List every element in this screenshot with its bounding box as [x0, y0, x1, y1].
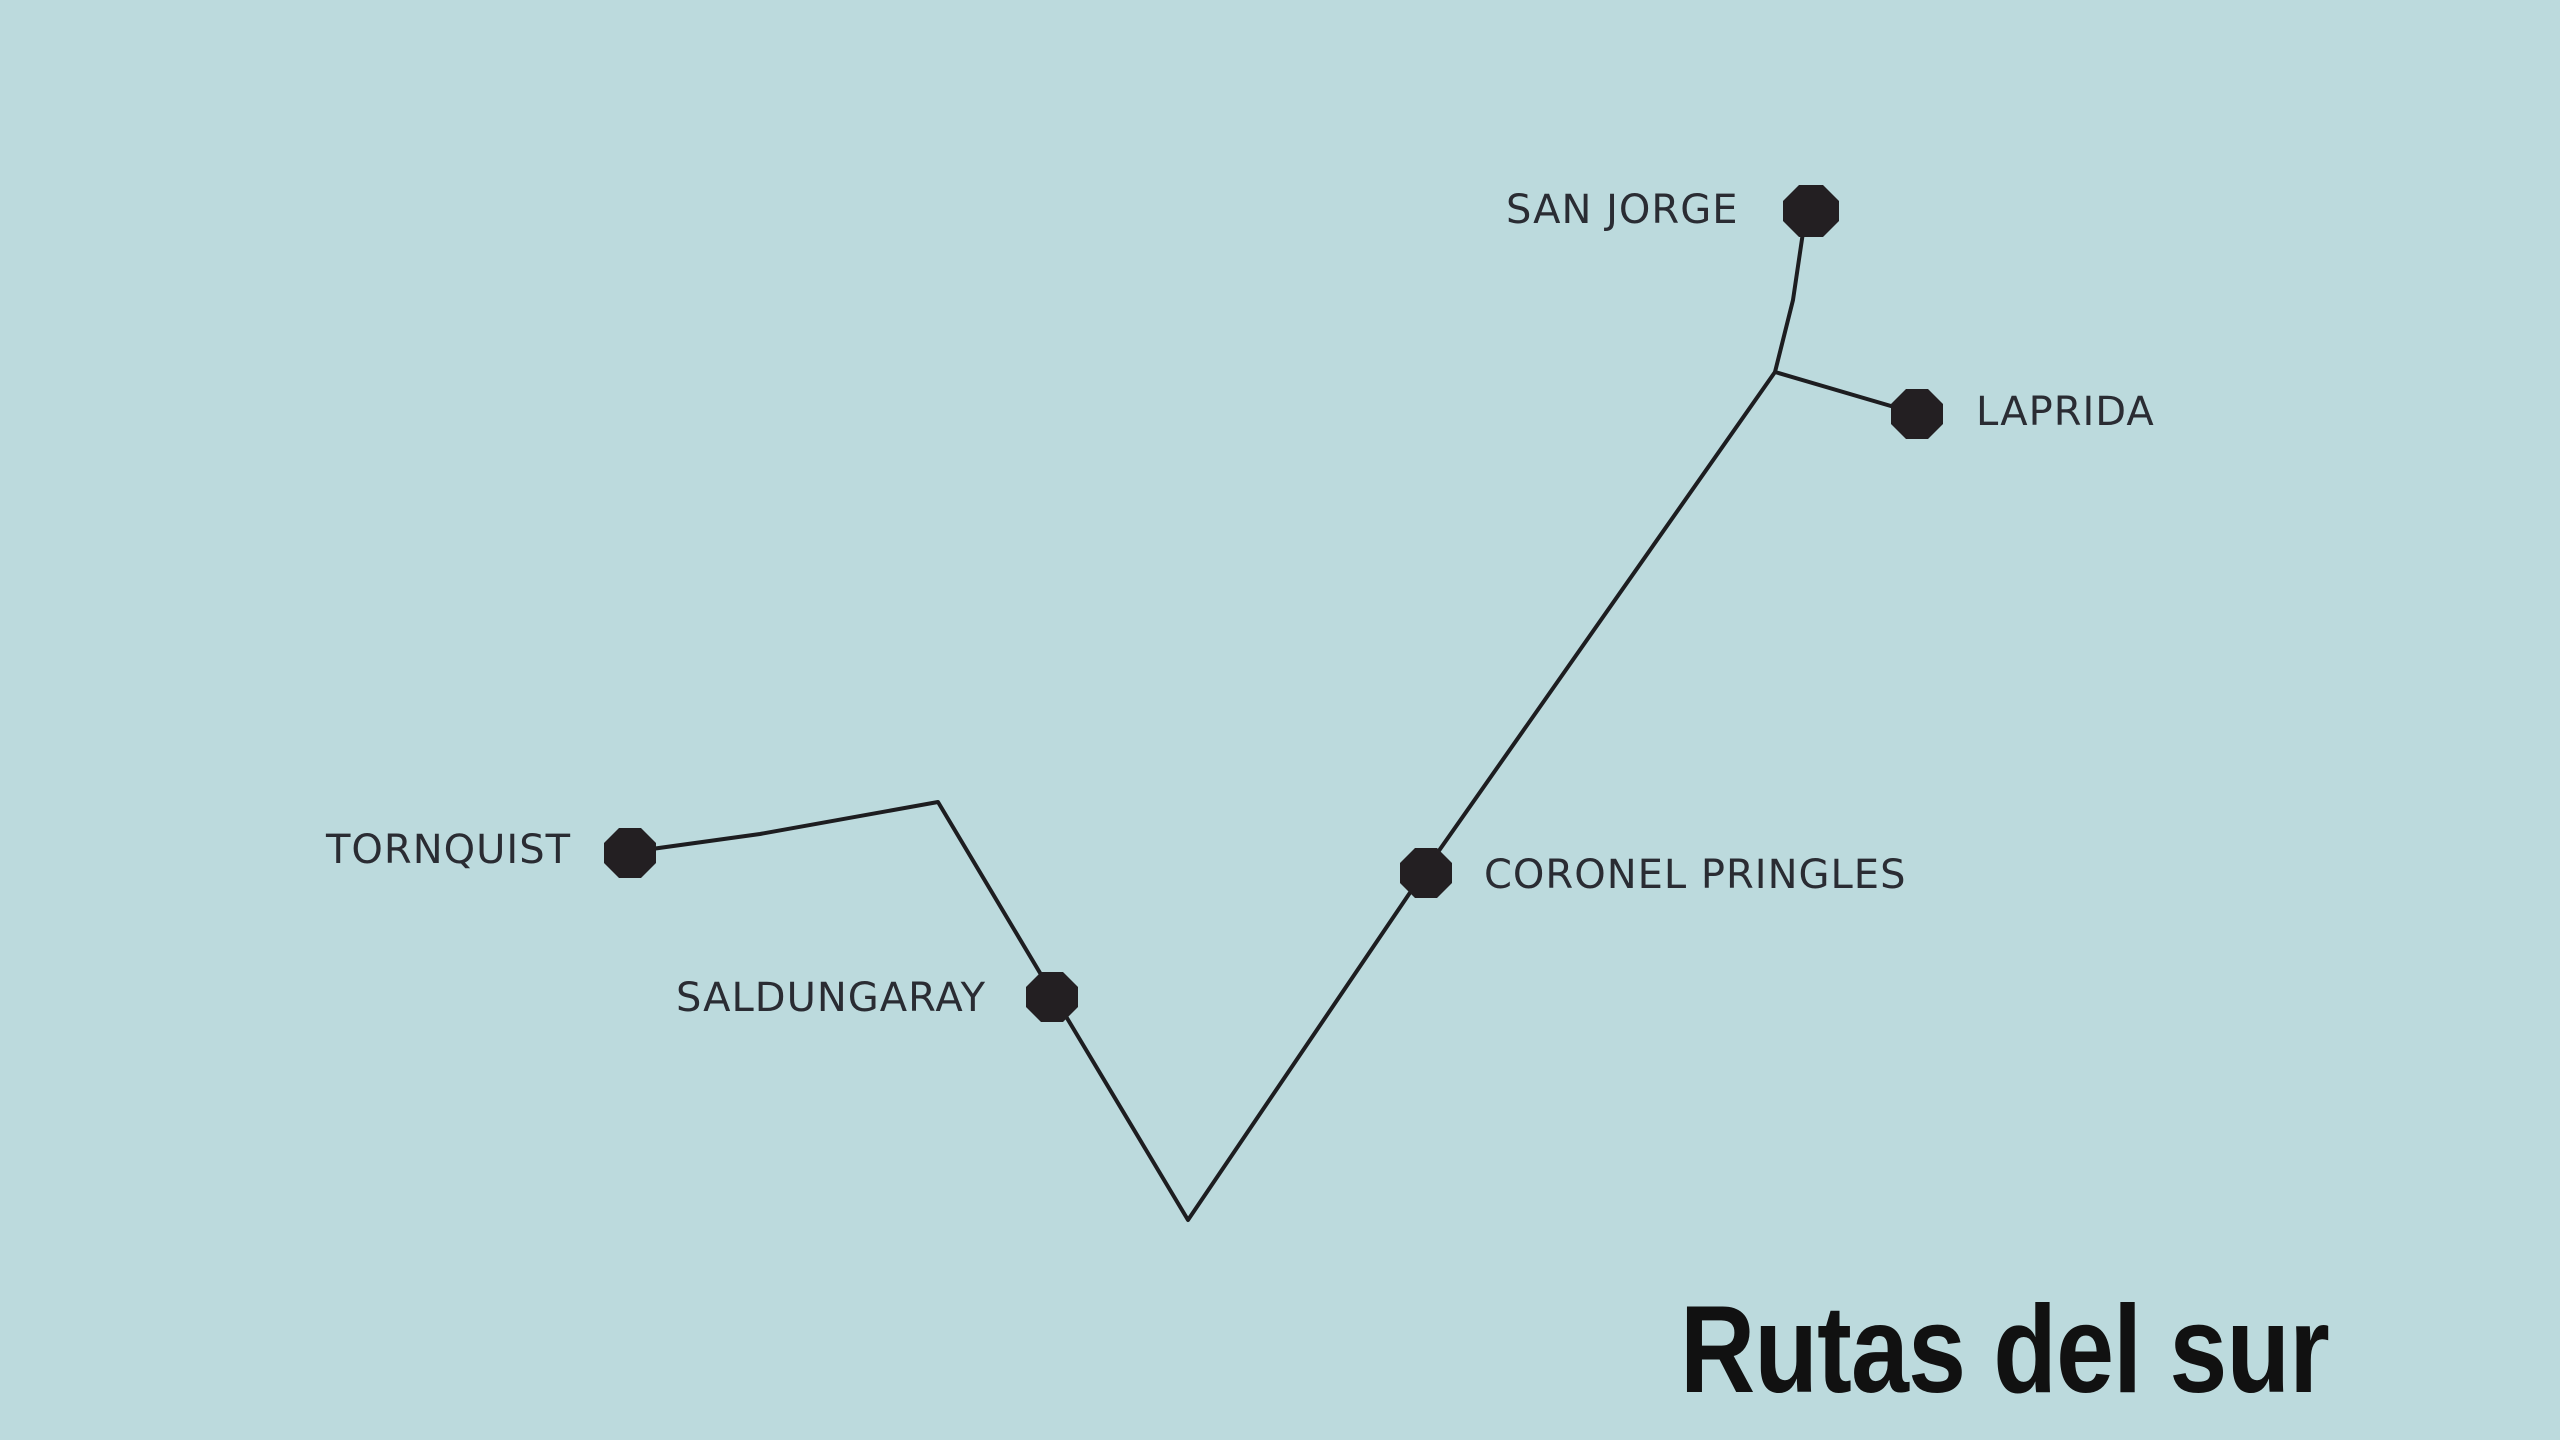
stop-label-laprida: LAPRIDA: [1976, 389, 2155, 435]
stop-marker-coronel-pringles[interactable]: [1400, 848, 1452, 898]
stop-label-san-jorge: SAN JORGE: [1506, 187, 1739, 233]
stop-marker-san-jorge[interactable]: [1783, 185, 1839, 237]
stop-label-saldungaray: SALDUNGARAY: [676, 975, 987, 1021]
stop-marker-saldungaray[interactable]: [1026, 972, 1078, 1022]
stop-marker-tornquist[interactable]: [604, 828, 656, 878]
route-line-main: [628, 210, 1808, 1222]
stop-label-coronel-pringles: CORONEL PRINGLES: [1484, 852, 1907, 898]
map-title: Rutas del sur: [1680, 1281, 2330, 1419]
stop-marker-laprida[interactable]: [1891, 389, 1943, 439]
stop-label-tornquist: TORNQUIST: [326, 827, 572, 873]
